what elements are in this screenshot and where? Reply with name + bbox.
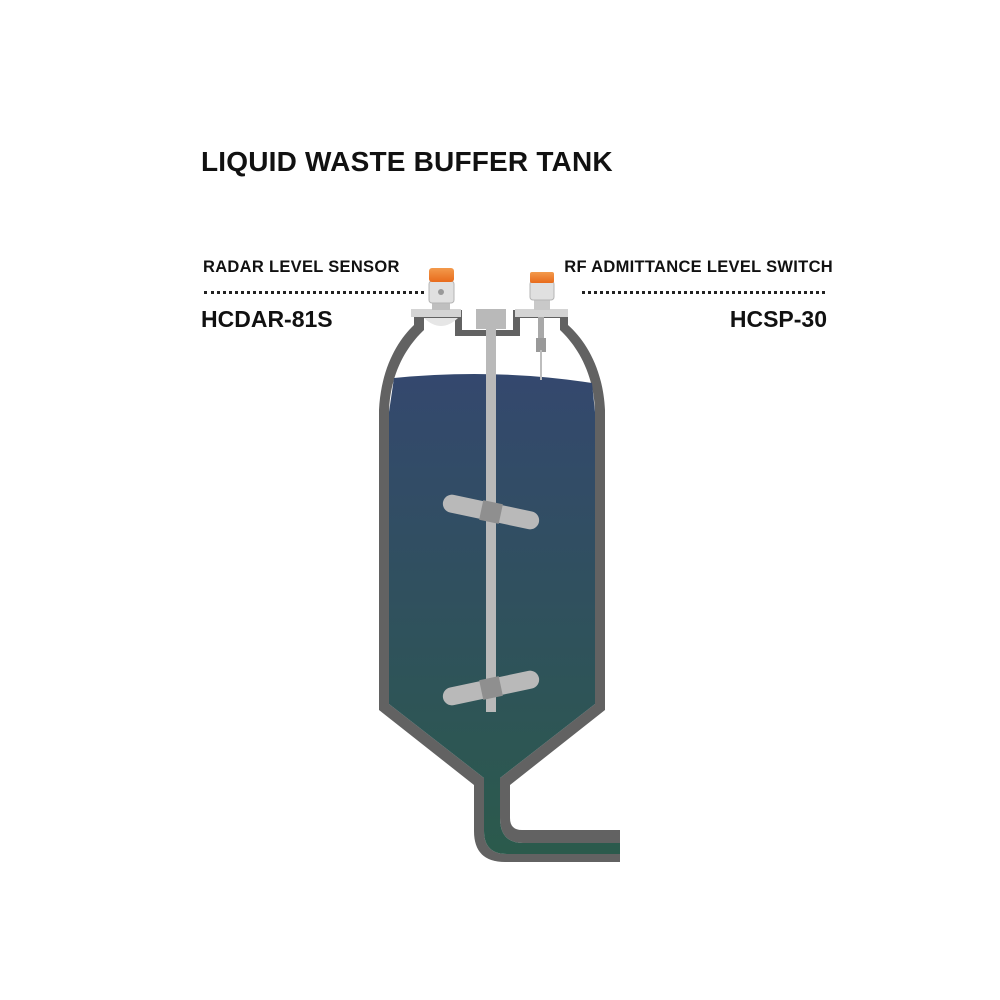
rf-switch-leader-line	[582, 291, 825, 294]
rf-switch-model: HCSP-30	[729, 306, 827, 332]
rf-switch-label: RF ADMITTANCE LEVEL SWITCH	[564, 258, 833, 276]
agitator-motor	[476, 309, 506, 329]
radar-sensor-label: RADAR LEVEL SENSOR	[203, 258, 400, 276]
radar-sensor-icon	[411, 268, 461, 326]
rf-switch-icon	[515, 272, 568, 380]
tank-liquid	[389, 374, 620, 854]
radar-sensor-model: HCDAR-81S	[201, 306, 333, 332]
radar-sensor-leader-line	[204, 291, 424, 294]
agitator-icon	[442, 309, 540, 712]
diagram-title: LIQUID WASTE BUFFER TANK	[201, 146, 613, 177]
